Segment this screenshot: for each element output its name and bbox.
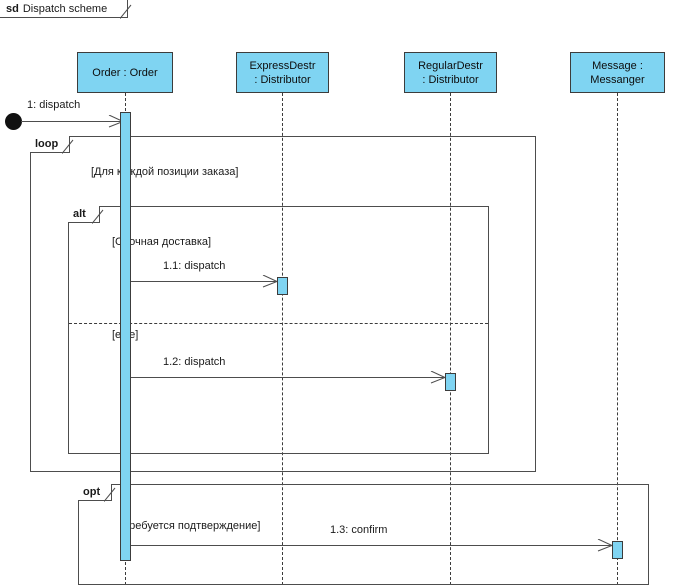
lifeline-label-regulardestr-line2: : Distributor	[422, 73, 479, 86]
message-arrowhead-confirm	[597, 538, 614, 552]
start-node	[5, 113, 22, 130]
diagram-kind-keyword: sd	[6, 2, 19, 15]
lifeline-label-messanger-line1: Message :	[592, 59, 643, 72]
message-arrowhead-dispatch-initial	[108, 114, 125, 128]
fragment-opt-guard-text: [Требуется подтверждение]	[120, 520, 261, 532]
lifeline-label-messanger-line2: Messanger	[590, 73, 645, 86]
fragment-loop[interactable]	[30, 136, 536, 472]
fragment-alt-operator-label: alt	[73, 208, 86, 220]
lifeline-head-expressdestr[interactable]: ExpressDestr : Distributor	[236, 52, 329, 93]
fragment-alt-divider	[69, 323, 488, 324]
fragment-alt-guard-1-text: [Срочная доставка]	[112, 236, 212, 248]
fragment-alt-guard-1: [Срочная доставка]	[112, 236, 211, 248]
lifeline-label-expressdestr-line2: : Distributor	[254, 73, 311, 86]
activation-bar-order[interactable]	[120, 112, 131, 561]
message-line-dispatch-regular[interactable]	[131, 377, 445, 378]
fragment-loop-tab-corner-icon	[62, 136, 74, 154]
lifeline-label-expressdestr-line1: ExpressDestr	[249, 59, 316, 72]
fragment-opt-operator-tab: opt	[78, 484, 112, 501]
fragment-alt[interactable]	[68, 206, 489, 454]
message-line-dispatch-express[interactable]	[131, 281, 277, 282]
fragment-opt-guard: [Требуется подтверждение]	[120, 520, 260, 532]
lifeline-label-order-line1: Order : Order	[92, 66, 158, 79]
message-label-confirm: 1.3: confirm	[330, 524, 388, 536]
lifeline-stem-regulardestr	[450, 93, 451, 585]
activation-bar-regulardestr[interactable]	[445, 373, 456, 391]
message-line-confirm[interactable]	[131, 545, 612, 546]
fragment-loop-operator-label: loop	[35, 138, 59, 150]
lifeline-stem-messanger	[617, 93, 618, 585]
fragment-alt-tab-corner-icon	[92, 206, 104, 224]
message-label-dispatch-express: 1.1: dispatch	[163, 260, 226, 272]
activation-bar-expressdestr[interactable]	[277, 277, 288, 295]
fragment-opt-tab-corner-icon	[104, 484, 116, 502]
lifeline-stem-expressdestr	[282, 93, 283, 585]
message-arrowhead-dispatch-regular	[430, 370, 447, 384]
diagram-title: Dispatch scheme	[22, 2, 108, 15]
message-arrowhead-dispatch-express	[262, 274, 279, 288]
diagram-frame-corner-icon	[120, 0, 132, 19]
activation-bar-messanger[interactable]	[612, 541, 623, 559]
lifeline-head-order[interactable]: Order : Order	[77, 52, 173, 93]
message-line-dispatch-initial[interactable]	[21, 121, 123, 122]
lifeline-head-messanger[interactable]: Message : Messanger	[570, 52, 665, 93]
message-label-dispatch-regular: 1.2: dispatch	[163, 356, 226, 368]
fragment-loop-guard-text: [Для каждой позиции заказа]	[91, 166, 239, 178]
message-label-dispatch-initial: 1: dispatch	[27, 99, 81, 111]
diagram-frame-tab: sd Dispatch scheme	[0, 0, 128, 18]
fragment-opt-operator-label: opt	[83, 486, 101, 498]
lifeline-label-regulardestr-line1: RegularDestr	[418, 59, 483, 72]
lifeline-head-regulardestr[interactable]: RegularDestr : Distributor	[404, 52, 497, 93]
fragment-loop-guard: [Для каждой позиции заказа]	[91, 166, 238, 178]
